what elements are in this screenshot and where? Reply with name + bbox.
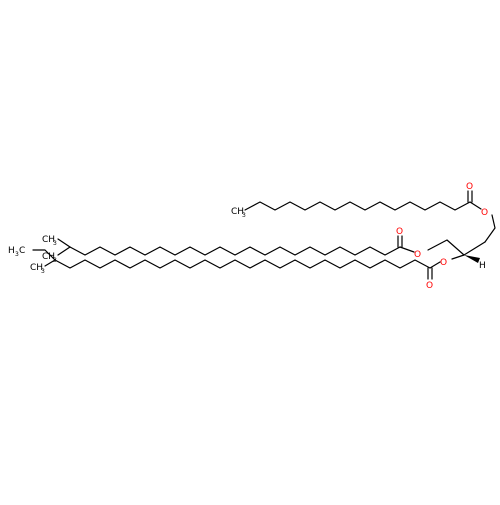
chain-2-bonds (69, 246, 401, 256)
ester-oxygen-2-label: O (414, 250, 421, 260)
svg-text:3: 3 (242, 212, 246, 219)
chain-1-ester-bonds (469, 201, 482, 210)
chain-3-branch-methyl-label: CH 3 (30, 263, 45, 275)
chain-3-branch-methyl (44, 259, 56, 267)
chain-2-lower-methyl-label: CH 3 (42, 252, 57, 264)
ester-oxygen-1-label: O (481, 208, 488, 218)
chain-3-ethyl-bonds (32, 249, 56, 261)
svg-text:CH: CH (30, 263, 43, 273)
svg-text:CH: CH (42, 235, 55, 245)
chain-2-ester-bonds (399, 246, 415, 253)
svg-text:CH: CH (231, 207, 244, 217)
svg-text:CH: CH (42, 252, 55, 262)
chain-3-ester-bonds (429, 261, 441, 269)
svg-text:3: 3 (15, 251, 19, 258)
svg-text:3: 3 (41, 268, 45, 275)
chain-3-ethyl-methyl-label: H 3 C (8, 246, 25, 258)
carbonyl-oxygen-3-label: O (426, 281, 433, 291)
svg-text:C: C (19, 246, 25, 256)
svg-text:3: 3 (53, 257, 57, 264)
glycerol-o2-bond (451, 254, 465, 260)
chain-2-upper-methyl-label: CH 3 (42, 235, 57, 247)
stereo-wedge-bond (464, 255, 480, 263)
chain-2-branch-lower (57, 246, 71, 256)
ester-oxygen-3-label: O (440, 258, 447, 268)
chain-3-bonds (54, 259, 431, 269)
chain-1-bonds (244, 201, 471, 211)
svg-text:H: H (8, 246, 15, 256)
chain-2-branch-upper (57, 238, 71, 248)
svg-text:3: 3 (53, 240, 57, 247)
chain-1-terminal-methyl-label: CH 3 (231, 207, 246, 219)
carbonyl-oxygen-1-label: O (466, 182, 473, 192)
stereo-hydrogen-label: H (479, 261, 486, 271)
glycerol-c3-bonds (427, 239, 465, 256)
glycerol-backbone-bonds (463, 241, 486, 256)
carbonyl-oxygen-2-label: O (396, 227, 403, 237)
glycerol-c1-bonds (484, 214, 496, 243)
